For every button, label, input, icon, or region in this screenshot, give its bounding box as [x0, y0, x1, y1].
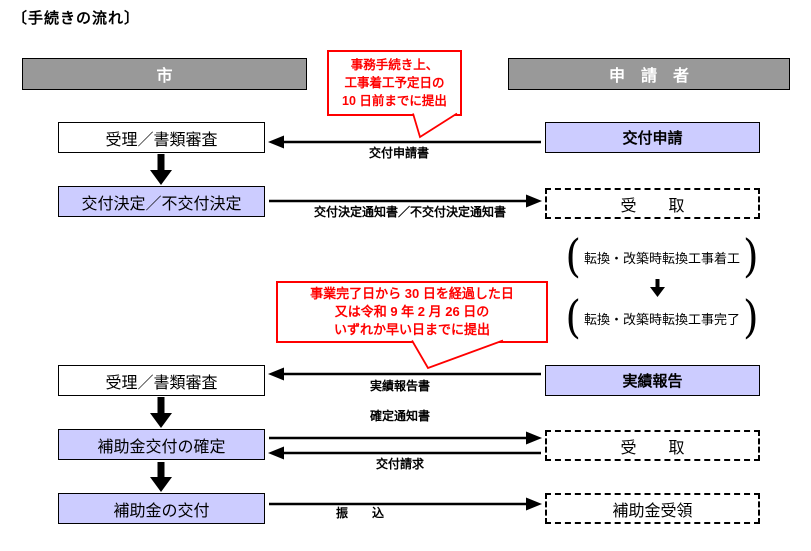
- label-confirmation-notice: 確定通知書: [369, 409, 430, 423]
- label-payment-request: 交付請求: [375, 457, 424, 471]
- arrow-down-confirmation-to-payment: [150, 462, 172, 492]
- label-result-report-doc: 実績報告書: [369, 379, 430, 393]
- box-result-report: 実績報告: [545, 365, 760, 396]
- bracket-construction-start: ( 転換・改築時転換工事着工 ): [563, 231, 761, 283]
- construction-complete-label: 転換・改築時転換工事完了: [583, 312, 740, 328]
- close-paren: ): [743, 231, 759, 283]
- arrow-down-review-to-confirmation: [150, 397, 172, 428]
- arrow-confirmation-notice: [269, 431, 542, 445]
- label-grant-application-doc: 交付申請書: [368, 146, 429, 160]
- label-decision-notice: 交付決定通知書／不交付決定通知書: [313, 205, 506, 219]
- open-paren: (: [565, 231, 581, 283]
- callout-tail-2: [411, 339, 504, 370]
- box-receive-1: 受 取: [545, 188, 760, 219]
- header-city: 市: [22, 58, 307, 90]
- close-paren: ): [743, 292, 759, 344]
- open-paren: (: [565, 292, 581, 344]
- callout-tail-1: [412, 112, 458, 139]
- page-title: 〔手続きの流れ〕: [12, 10, 141, 27]
- box-receive-2: 受 取: [545, 430, 760, 461]
- arrow-down-construction: [650, 279, 665, 297]
- arrow-down-review-to-decision: [150, 154, 172, 185]
- bracket-construction-complete: ( 転換・改築時転換工事完了 ): [563, 292, 761, 344]
- box-receipt-review-2: 受理／書類審査: [58, 365, 265, 396]
- box-grant-decision: 交付決定／不交付決定: [58, 186, 265, 217]
- construction-start-label: 転換・改築時転換工事着工: [583, 251, 740, 267]
- box-subsidy-received: 補助金受領: [545, 493, 760, 524]
- label-bank-transfer: 振 込: [335, 506, 384, 520]
- box-subsidy-confirmation: 補助金交付の確定: [58, 429, 265, 460]
- callout-application-deadline: 事務手続き上、 工事着工予定日の 10 日前までに提出: [327, 50, 462, 116]
- box-receipt-review-1: 受理／書類審査: [58, 122, 265, 153]
- box-subsidy-payment: 補助金の交付: [58, 493, 265, 524]
- header-applicant: 申 請 者: [508, 58, 790, 90]
- box-grant-application: 交付申請: [545, 122, 760, 153]
- callout-report-deadline: 事業完了日から 30 日を経過した日 又は令和 9 年 2 月 26 日の いず…: [276, 281, 548, 343]
